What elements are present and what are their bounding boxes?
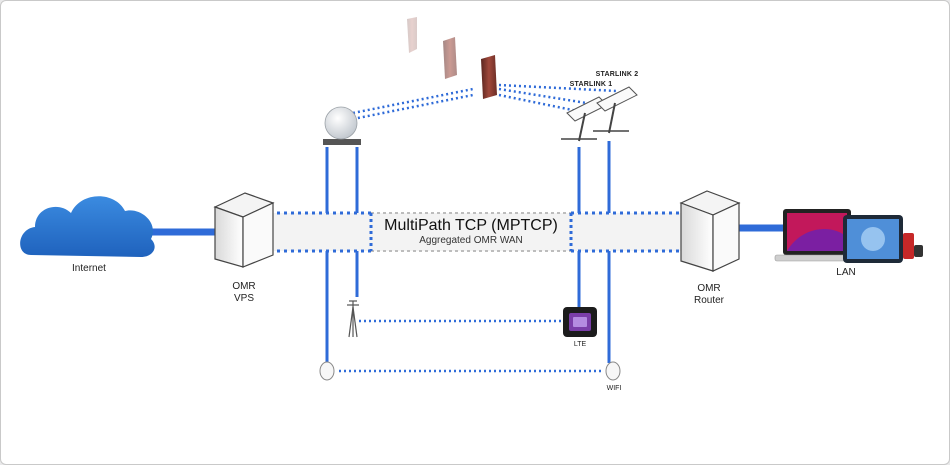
cell-tower-icon bbox=[347, 300, 359, 338]
satellite-icon bbox=[443, 37, 457, 79]
satellite-dish-icon bbox=[323, 106, 361, 145]
satellite-icon bbox=[481, 55, 497, 99]
starlink-dish-icon bbox=[593, 86, 638, 134]
wan-links bbox=[325, 141, 611, 363]
wifi-access-point-icon bbox=[605, 361, 621, 381]
server-icon bbox=[213, 192, 275, 268]
mptcp-tunnel bbox=[263, 211, 683, 253]
starlink1-label: STARLINK 1 bbox=[569, 81, 613, 88]
tablet-icon bbox=[843, 215, 903, 263]
phone-icon bbox=[903, 233, 914, 259]
watch-icon bbox=[914, 245, 923, 257]
wifi-access-point-icon bbox=[319, 361, 335, 381]
vps-label-line2: VPS bbox=[233, 292, 254, 304]
lte-modem-icon bbox=[563, 307, 597, 337]
wifi-label: WIFI bbox=[606, 385, 622, 392]
starlink2-label: STARLINK 2 bbox=[595, 71, 639, 78]
wireless-links bbox=[339, 83, 618, 373]
vps-label-line1: OMR bbox=[232, 281, 256, 292]
vps-label: OMR VPS bbox=[214, 281, 274, 304]
router-label-line1: OMR bbox=[697, 283, 721, 294]
router-label: OMR Router bbox=[679, 283, 739, 306]
satellite-icon bbox=[407, 17, 417, 53]
cloud-icon bbox=[20, 196, 155, 257]
laptop-icon bbox=[774, 209, 862, 262]
lte-label: LTE bbox=[573, 341, 587, 348]
mptcp-title: MultiPath TCP (MPTCP) bbox=[384, 217, 558, 234]
internet-label: Internet bbox=[72, 263, 106, 274]
router-icon bbox=[679, 190, 741, 272]
mptcp-subtitle: Aggregated OMR WAN bbox=[419, 235, 523, 246]
router-label-line2: Router bbox=[693, 294, 724, 306]
lan-label: LAN bbox=[836, 267, 856, 278]
